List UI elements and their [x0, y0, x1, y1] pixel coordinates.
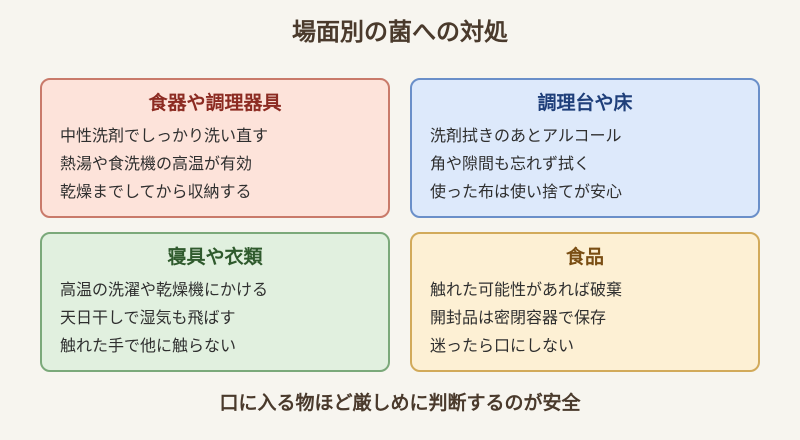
card-heading: 寝具や衣類 [167, 246, 263, 268]
list-item: 乾燥までしてから収納する [60, 182, 252, 201]
card-list: 洗剤拭きのあとアルコール 角や隙間も忘れず拭く 使った布は使い捨てが安心 [430, 122, 740, 206]
list-item: 使った布は使い捨てが安心 [430, 182, 623, 201]
card-countertop-floor: 調理台や床 洗剤拭きのあとアルコール 角や隙間も忘れず拭く 使った布は使い捨てが… [410, 78, 760, 218]
card-list: 高温の洗濯や乾燥機にかける 天日干しで湿気も飛ばす 触れた手で他に触らない [60, 276, 370, 360]
card-list: 触れた可能性があれば破棄 開封品は密閉容器で保存 迷ったら口にしない [430, 276, 740, 360]
list-item: 天日干しで湿気も飛ばす [60, 308, 236, 327]
list-item: 開封品は密閉容器で保存 [430, 308, 607, 327]
page-title: 場面別の菌への対処 [292, 18, 508, 46]
list-item: 触れた可能性があれば破棄 [430, 280, 623, 299]
card-heading: 食器や調理器具 [148, 92, 282, 114]
card-food: 食品 触れた可能性があれば破棄 開封品は密閉容器で保存 迷ったら口にしない [410, 232, 760, 372]
card-bedding-clothing: 寝具や衣類 高温の洗濯や乾燥機にかける 天日干しで湿気も飛ばす 触れた手で他に触… [40, 232, 390, 372]
list-item: 角や隙間も忘れず拭く [430, 154, 591, 173]
list-item: 迷ったら口にしない [430, 336, 575, 355]
list-item: 洗剤拭きのあとアルコール [430, 126, 622, 145]
card-heading: 調理台や床 [537, 92, 633, 114]
list-item: 高温の洗濯や乾燥機にかける [60, 280, 269, 299]
card-list: 中性洗剤でしっかり洗い直す 熱湯や食洗機の高温が有効 乾燥までしてから収納する [60, 122, 370, 206]
card-heading: 食品 [565, 246, 604, 268]
list-item: 触れた手で他に触らない [60, 336, 237, 355]
list-item: 熱湯や食洗機の高温が有効 [60, 154, 253, 173]
footer-note: 口に入る物ほど厳しめに判断するのが安全 [219, 392, 581, 414]
card-tableware: 食器や調理器具 中性洗剤でしっかり洗い直す 熱湯や食洗機の高温が有効 乾燥までし… [40, 78, 390, 218]
list-item: 中性洗剤でしっかり洗い直す [60, 126, 269, 145]
